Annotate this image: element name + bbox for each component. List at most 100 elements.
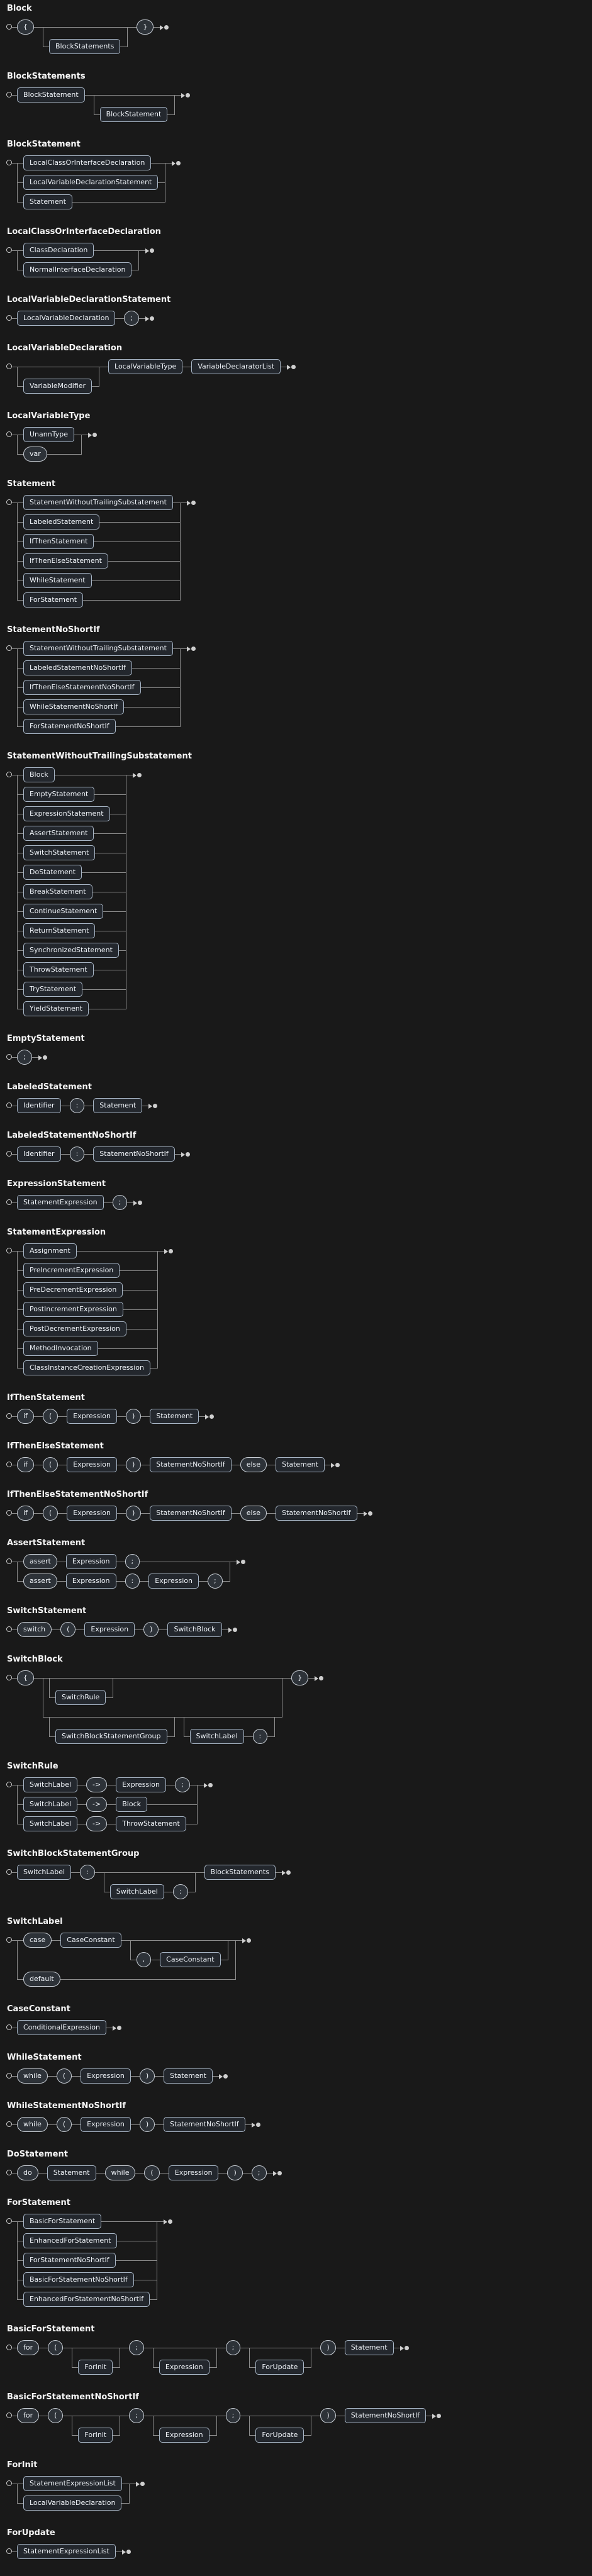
nonterminal-box[interactable]: StatementNoShortIf: [150, 1506, 232, 1521]
nonterminal-box[interactable]: DoStatement: [23, 865, 82, 880]
nonterminal-box[interactable]: Expression: [159, 2428, 209, 2443]
nonterminal-box[interactable]: StatementWithoutTrailingSubstatement: [23, 495, 173, 510]
nonterminal-box[interactable]: MethodInvocation: [23, 1341, 98, 1356]
nonterminal-box[interactable]: LocalVariableDeclaration: [23, 2496, 122, 2511]
nonterminal-box[interactable]: IfThenStatement: [23, 534, 94, 549]
nonterminal-box[interactable]: Expression: [65, 1554, 116, 1569]
nonterminal-box[interactable]: IfThenElseStatement: [23, 553, 108, 569]
nonterminal-box[interactable]: Statement: [47, 2165, 96, 2180]
nonterminal-box[interactable]: LocalVariableDeclaration: [17, 311, 116, 326]
nonterminal-box[interactable]: WhileStatementNoShortIf: [23, 699, 125, 714]
nonterminal-box[interactable]: ForStatementNoShortIf: [23, 719, 116, 734]
nonterminal-box[interactable]: Expression: [81, 2117, 131, 2132]
nonterminal-box[interactable]: SwitchRule: [55, 1690, 106, 1705]
nonterminal-box[interactable]: CaseConstant: [60, 1933, 121, 1948]
nonterminal-box[interactable]: Expression: [84, 1622, 135, 1637]
nonterminal-box[interactable]: BlockStatements: [204, 1865, 276, 1880]
nonterminal-box[interactable]: BlockStatements: [49, 39, 121, 54]
nonterminal-box[interactable]: Statement: [344, 2340, 394, 2355]
nonterminal-box[interactable]: SwitchBlock: [167, 1622, 222, 1637]
nonterminal-box[interactable]: ForInit: [78, 2428, 113, 2443]
nonterminal-box[interactable]: YieldStatement: [23, 1001, 89, 1016]
nonterminal-box[interactable]: ConditionalExpression: [17, 2020, 106, 2035]
nonterminal-box[interactable]: PreIncrementExpression: [23, 1263, 120, 1278]
nonterminal-box[interactable]: Expression: [81, 2068, 131, 2084]
nonterminal-box[interactable]: Expression: [67, 1457, 117, 1472]
nonterminal-box[interactable]: StatementNoShortIf: [276, 1506, 357, 1521]
nonterminal-box[interactable]: SwitchLabel: [23, 1816, 78, 1831]
nonterminal-box[interactable]: StatementExpression: [17, 1195, 104, 1210]
nonterminal-box[interactable]: CaseConstant: [160, 1952, 221, 1967]
nonterminal-box[interactable]: SwitchLabel: [23, 1797, 78, 1812]
nonterminal-box[interactable]: Block: [23, 767, 55, 782]
nonterminal-box[interactable]: Expression: [67, 1409, 117, 1424]
nonterminal-box[interactable]: Statement: [276, 1457, 325, 1472]
nonterminal-box[interactable]: EnhancedForStatement: [23, 2233, 118, 2248]
nonterminal-box[interactable]: PostIncrementExpression: [23, 1302, 123, 1317]
nonterminal-box[interactable]: ForUpdate: [255, 2428, 304, 2443]
nonterminal-box[interactable]: Expression: [159, 2360, 209, 2375]
nonterminal-box[interactable]: SwitchBlockStatementGroup: [55, 1729, 167, 1744]
nonterminal-box[interactable]: NormalInterfaceDeclaration: [23, 262, 132, 277]
nonterminal-box[interactable]: ClassInstanceCreationExpression: [23, 1360, 150, 1375]
nonterminal-box[interactable]: ExpressionStatement: [23, 806, 110, 821]
nonterminal-box[interactable]: StatementNoShortIf: [344, 2408, 427, 2423]
nonterminal-box[interactable]: WhileStatement: [23, 573, 92, 588]
nonterminal-box[interactable]: VariableDeclaratorList: [191, 359, 281, 374]
nonterminal-box[interactable]: Statement: [23, 194, 72, 209]
nonterminal-box[interactable]: Statement: [93, 1098, 143, 1113]
nonterminal-box[interactable]: ReturnStatement: [23, 923, 96, 938]
nonterminal-box[interactable]: TryStatement: [23, 982, 83, 997]
nonterminal-box[interactable]: SynchronizedStatement: [23, 943, 119, 958]
nonterminal-box[interactable]: Expression: [148, 1574, 199, 1589]
nonterminal-box[interactable]: AssertStatement: [23, 826, 94, 841]
nonterminal-box[interactable]: BasicForStatement: [23, 2214, 102, 2229]
nonterminal-box[interactable]: LocalVariableDeclarationStatement: [23, 175, 159, 190]
nonterminal-box[interactable]: Expression: [168, 2165, 219, 2180]
nonterminal-box[interactable]: Statement: [150, 1409, 199, 1424]
nonterminal-box[interactable]: BlockStatement: [99, 107, 168, 122]
nonterminal-box[interactable]: Assignment: [23, 1243, 77, 1258]
nonterminal-box[interactable]: SwitchStatement: [23, 845, 96, 860]
nonterminal-box[interactable]: LabeledStatementNoShortIf: [23, 660, 132, 675]
nonterminal-box[interactable]: ForStatement: [23, 592, 84, 608]
nonterminal-box[interactable]: PreDecrementExpression: [23, 1282, 123, 1297]
nonterminal-box[interactable]: StatementNoShortIf: [150, 1457, 232, 1472]
nonterminal-box[interactable]: IfThenElseStatementNoShortIf: [23, 680, 141, 695]
nonterminal-box[interactable]: StatementNoShortIf: [164, 2117, 245, 2132]
nonterminal-box[interactable]: ThrowStatement: [116, 1816, 186, 1831]
nonterminal-box[interactable]: ForStatementNoShortIf: [23, 2253, 116, 2268]
nonterminal-box[interactable]: PostDecrementExpression: [23, 1321, 126, 1336]
nonterminal-box[interactable]: ThrowStatement: [23, 962, 94, 977]
nonterminal-box[interactable]: BreakStatement: [23, 884, 92, 899]
nonterminal-box[interactable]: SwitchLabel: [189, 1729, 244, 1744]
nonterminal-box[interactable]: StatementExpressionList: [17, 2544, 116, 2559]
nonterminal-box[interactable]: LabeledStatement: [23, 514, 100, 530]
nonterminal-box[interactable]: StatementNoShortIf: [93, 1146, 175, 1162]
nonterminal-box[interactable]: StatementExpressionList: [23, 2476, 122, 2491]
nonterminal-box[interactable]: ClassDeclaration: [23, 243, 94, 258]
nonterminal-box[interactable]: Expression: [116, 1777, 166, 1792]
nonterminal-box[interactable]: BasicForStatementNoShortIf: [23, 2272, 134, 2287]
nonterminal-box[interactable]: SwitchLabel: [23, 1777, 78, 1792]
nonterminal-box[interactable]: ForUpdate: [255, 2360, 304, 2375]
nonterminal-box[interactable]: Expression: [65, 1574, 116, 1589]
nonterminal-box[interactable]: Block: [116, 1797, 147, 1812]
nonterminal-box[interactable]: StatementWithoutTrailingSubstatement: [23, 641, 173, 656]
nonterminal-box[interactable]: EnhancedForStatementNoShortIf: [23, 2292, 150, 2307]
nonterminal-box[interactable]: LocalClassOrInterfaceDeclaration: [23, 155, 152, 170]
rail-line: [17, 359, 23, 374]
nonterminal-box[interactable]: ContinueStatement: [23, 904, 104, 919]
nonterminal-box[interactable]: Identifier: [17, 1146, 61, 1162]
nonterminal-box[interactable]: Expression: [67, 1506, 117, 1521]
nonterminal-box[interactable]: ForInit: [78, 2360, 113, 2375]
nonterminal-box[interactable]: UnannType: [23, 427, 74, 442]
nonterminal-box[interactable]: BlockStatement: [17, 87, 85, 103]
nonterminal-box[interactable]: EmptyStatement: [23, 787, 95, 802]
nonterminal-box[interactable]: Identifier: [17, 1098, 61, 1113]
nonterminal-box[interactable]: Statement: [164, 2068, 213, 2084]
nonterminal-box[interactable]: SwitchLabel: [109, 1884, 164, 1899]
nonterminal-box[interactable]: VariableModifier: [23, 379, 92, 394]
nonterminal-box[interactable]: SwitchLabel: [17, 1865, 72, 1880]
nonterminal-box[interactable]: LocalVariableType: [108, 359, 183, 374]
